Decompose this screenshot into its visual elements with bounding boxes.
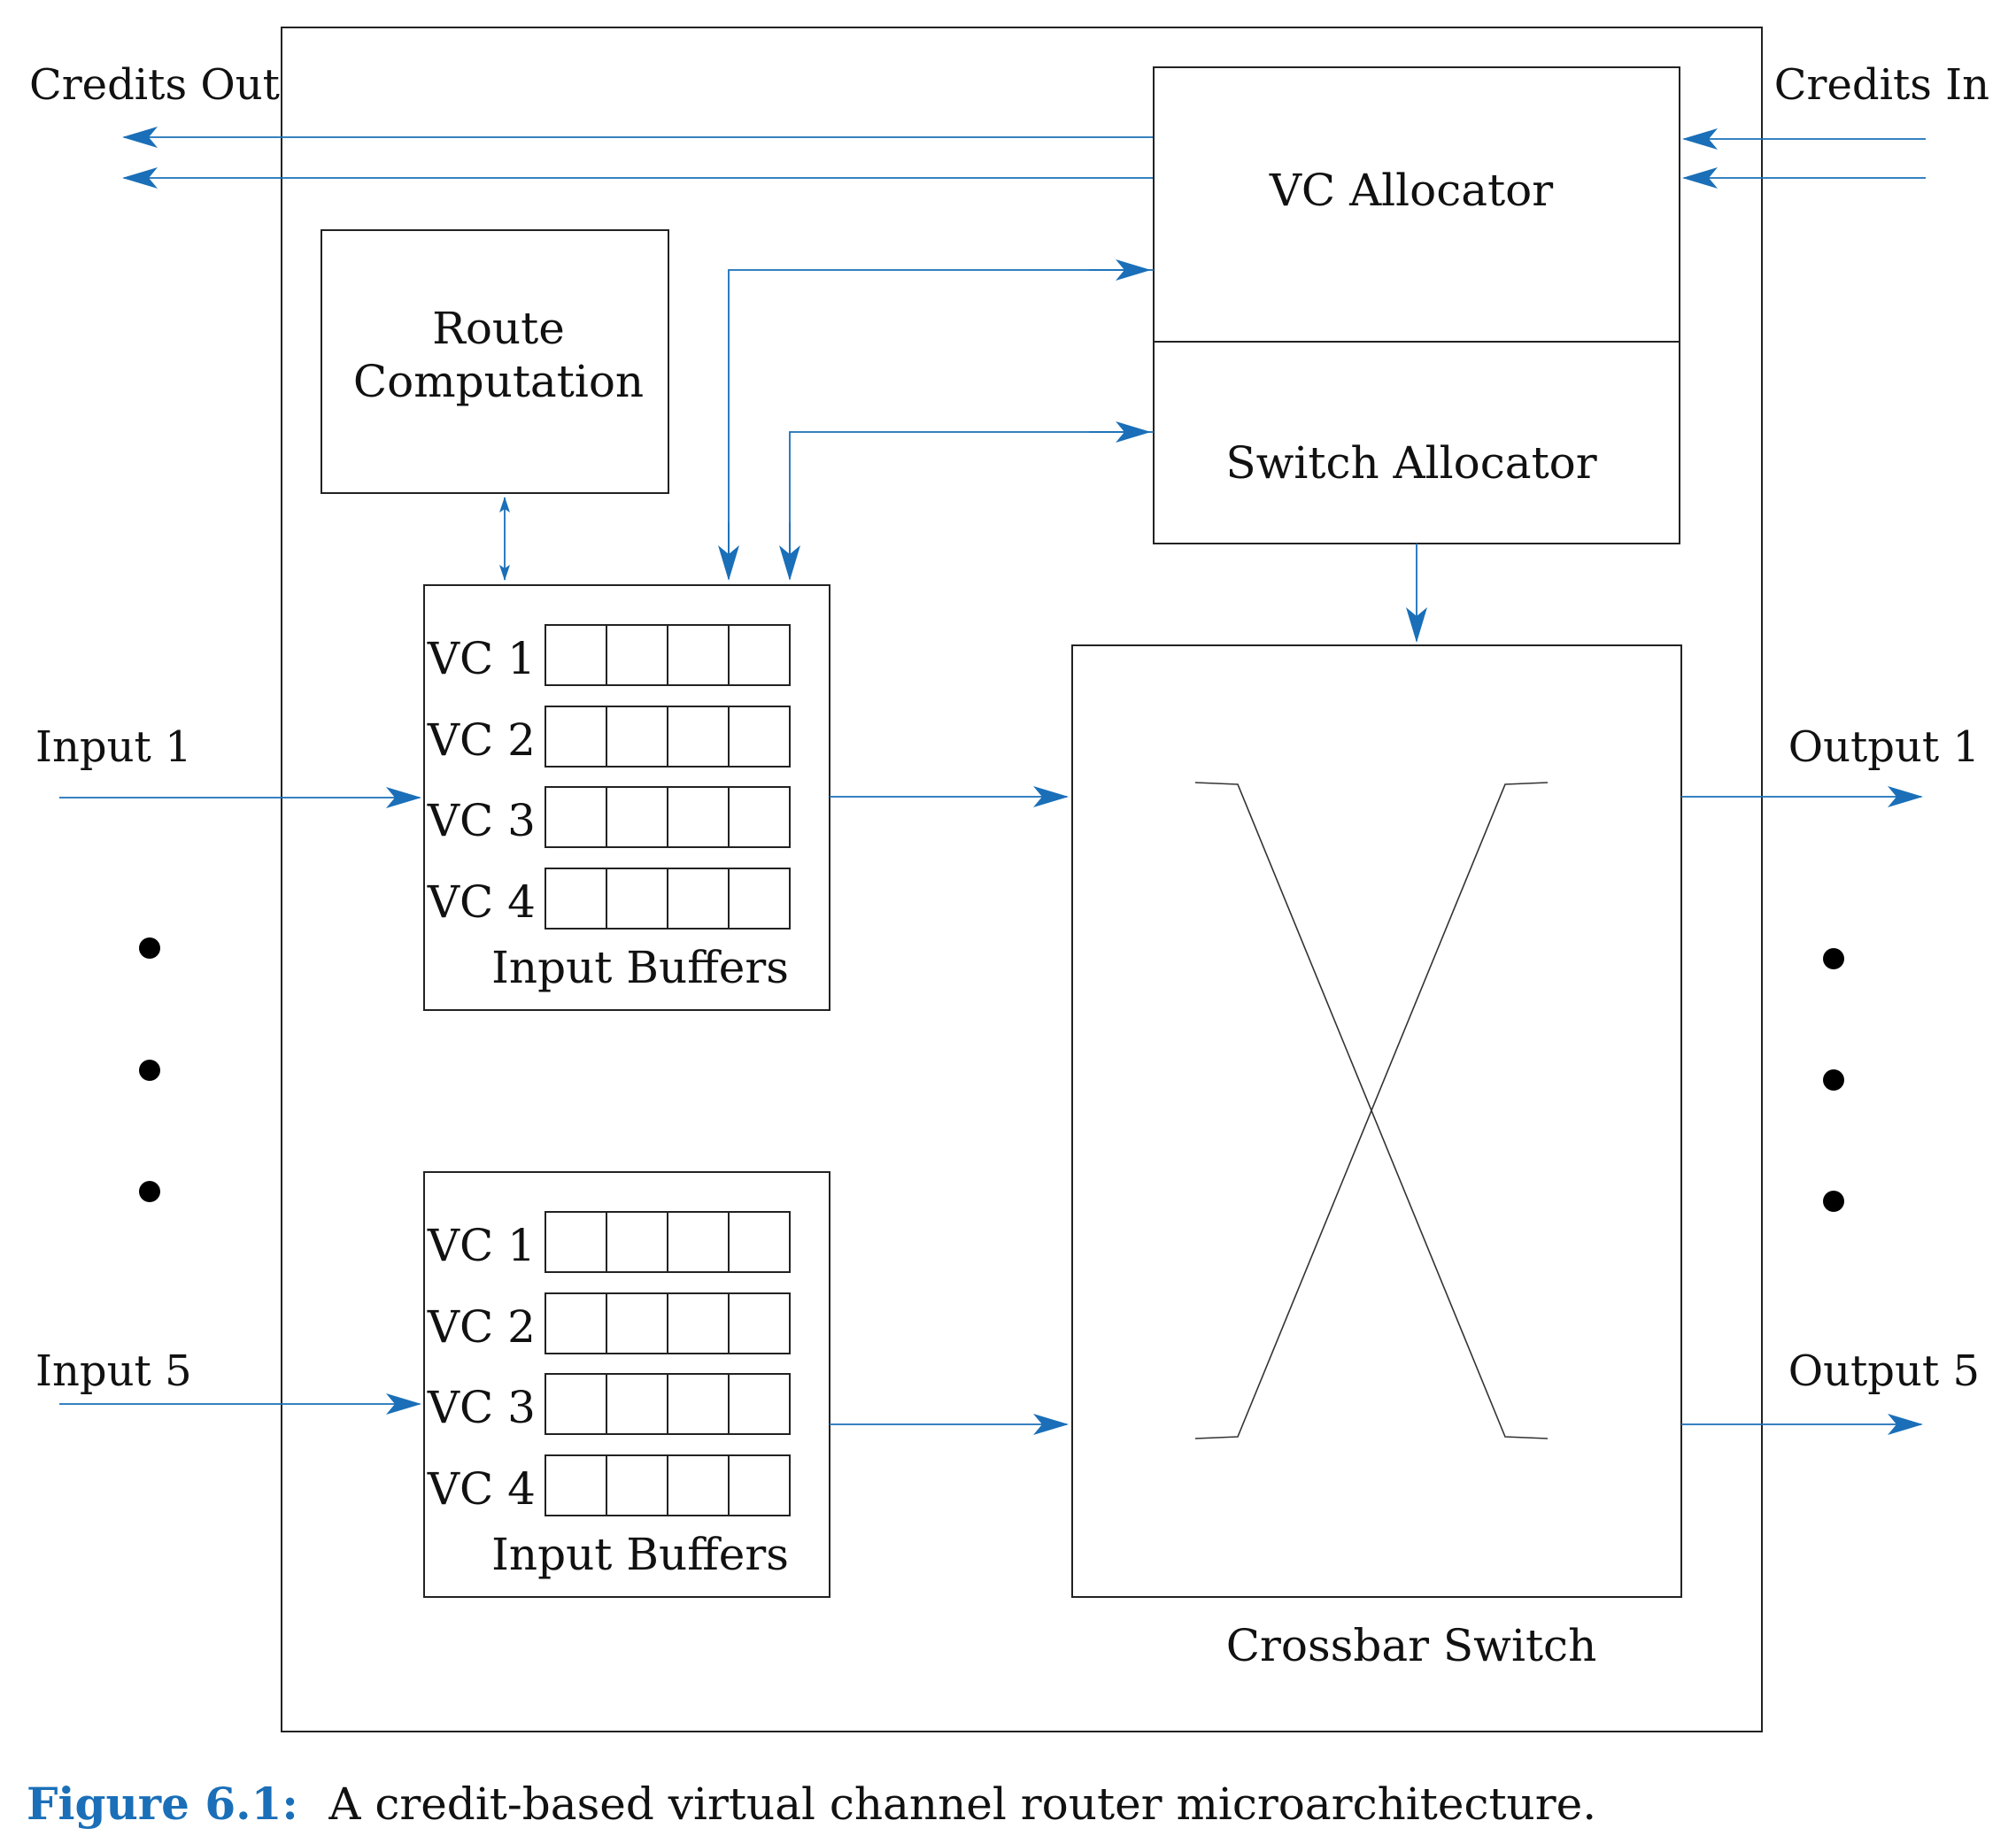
route-label-line1: Route xyxy=(432,303,565,354)
buffer-slot xyxy=(728,624,791,686)
switch-allocator-label: Switch Allocator xyxy=(1225,437,1596,489)
buffer-slot xyxy=(545,786,607,848)
sw-request-line xyxy=(789,431,1154,577)
buffer-slot xyxy=(606,624,668,686)
figure-caption-text: A credit-based virtual channel router mi… xyxy=(328,1778,1596,1830)
crossbar-switch: Crossbar Switch xyxy=(1071,644,1682,1671)
buffer-slot xyxy=(728,1211,791,1273)
vc-label: VC 4 xyxy=(427,1463,536,1515)
vc-label: VC 3 xyxy=(427,795,536,846)
buffer-slot xyxy=(606,1373,668,1435)
figure-number: Figure 6.1: xyxy=(27,1778,298,1830)
vc-queue xyxy=(545,1373,791,1435)
router-boundary xyxy=(281,27,1763,1732)
buffer-slot xyxy=(728,868,791,930)
vc-label: VC 3 xyxy=(427,1382,536,1433)
buffer-slot xyxy=(545,1211,607,1273)
buffer-slot xyxy=(545,706,607,768)
buffer-slot xyxy=(606,786,668,848)
buffer-slot xyxy=(545,1292,607,1354)
input-buffers-caption: Input Buffers xyxy=(491,1529,789,1580)
output-1-label: Output 1 xyxy=(1788,722,1980,772)
buffer-slot xyxy=(728,1454,791,1516)
input-buffers-1: VC 1 VC 2 VC 3 VC 4 Input Buffer xyxy=(423,584,830,1011)
vc-label: VC 2 xyxy=(427,1301,536,1353)
buffer-slot xyxy=(667,868,730,930)
vc-queue xyxy=(545,1454,791,1516)
buffer-slot xyxy=(667,1454,730,1516)
vc-label: VC 1 xyxy=(427,633,536,684)
buffer-slot xyxy=(728,1373,791,1435)
route-computation-box xyxy=(321,229,669,494)
buffer-slot xyxy=(545,868,607,930)
buffer-slot xyxy=(606,1211,668,1273)
output-5-label: Output 5 xyxy=(1788,1346,1980,1396)
buffer-slot xyxy=(667,706,730,768)
output-ellipsis-dots-icon xyxy=(1823,948,1844,1212)
credits-in-label: Credits In xyxy=(1774,60,1989,110)
input-buffers-caption: Input Buffers xyxy=(491,942,789,993)
input-buffers-5-box xyxy=(423,1171,830,1598)
input-1-label: Input 1 xyxy=(35,722,192,772)
input-buffers-1-box xyxy=(423,584,830,1011)
allocator-block: VC Allocator Switch Allocator xyxy=(1153,66,1680,544)
route-label-line2: Computation xyxy=(353,356,644,407)
buffer-slot xyxy=(545,624,607,686)
figure-caption: Figure 6.1: A credit-based virtual chann… xyxy=(27,1778,1596,1830)
buffer-slot xyxy=(728,706,791,768)
buffer-slot xyxy=(667,1292,730,1354)
buffer-slot xyxy=(728,786,791,848)
buffer-slot xyxy=(728,1292,791,1354)
buffer-slot xyxy=(667,1373,730,1435)
vc-allocator-label: VC Allocator xyxy=(1269,165,1553,216)
vc-queue xyxy=(545,786,791,848)
vc-queue xyxy=(545,1211,791,1273)
input-buffers-5: VC 1 VC 2 VC 3 VC 4 Input Buffer xyxy=(423,1171,830,1598)
vc-queue xyxy=(545,624,791,686)
crossbar-switch-box xyxy=(1071,644,1682,1598)
input-5-label: Input 5 xyxy=(35,1346,192,1396)
buffer-slot xyxy=(606,868,668,930)
credits-out-label: Credits Out xyxy=(29,60,280,110)
vc-label: VC 1 xyxy=(427,1220,536,1271)
buffer-slot xyxy=(545,1373,607,1435)
vc-request-line xyxy=(728,269,1154,577)
input-ellipsis-dots-icon xyxy=(139,937,160,1202)
buffer-slot xyxy=(667,786,730,848)
vc-queue xyxy=(545,868,791,930)
buffer-slot xyxy=(606,706,668,768)
vc-label: VC 4 xyxy=(427,876,536,928)
buffer-slot xyxy=(606,1454,668,1516)
crossbar-path-b xyxy=(1194,782,1549,1439)
buffer-slot xyxy=(606,1292,668,1354)
buffer-slot xyxy=(667,624,730,686)
buffer-slot xyxy=(545,1454,607,1516)
vc-queue xyxy=(545,1292,791,1354)
buffer-slot xyxy=(667,1211,730,1273)
vc-queue xyxy=(545,706,791,768)
crossbar-switch-label: Crossbar Switch xyxy=(1226,1620,1597,1671)
vc-label: VC 2 xyxy=(427,714,536,766)
